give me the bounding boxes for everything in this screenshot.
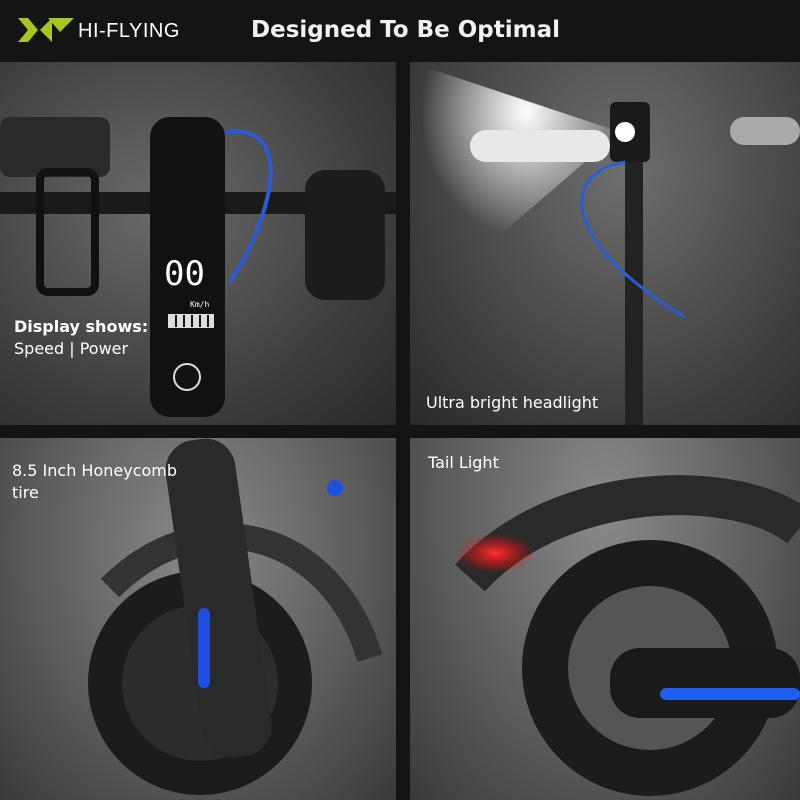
caption-text: Speed | Power xyxy=(14,339,129,358)
brand-name: HI-FLYING xyxy=(78,20,180,42)
panel-headlight: Ultra bright headlight xyxy=(410,62,800,425)
caption: Ultra bright headlight xyxy=(426,393,599,412)
header: HI-FLYING Designed To Be Optimal xyxy=(0,0,800,62)
caption-line2: tire xyxy=(12,483,39,502)
panel-tire: 8.5 Inch Honeycomb tire xyxy=(0,438,396,800)
caption-line1: 8.5 Inch Honeycomb xyxy=(12,461,178,480)
panel-display: 00 Km/h Display shows: Speed | Power xyxy=(0,62,396,425)
headlight-illustration xyxy=(410,62,800,425)
caption: Tail Light xyxy=(428,453,499,472)
speed-unit: Km/h xyxy=(190,300,210,309)
brand-logo xyxy=(18,18,74,42)
page-title: Designed To Be Optimal xyxy=(251,17,561,43)
caption-title: Display shows: xyxy=(14,317,149,336)
rear-tire-illustration xyxy=(455,475,800,796)
battery-indicator xyxy=(168,314,214,328)
panel-tail-light: Tail Light xyxy=(410,438,800,800)
front-tire-illustration xyxy=(88,438,383,795)
speed-readout: 00 xyxy=(164,254,205,294)
handlebar-illustration xyxy=(0,117,396,417)
